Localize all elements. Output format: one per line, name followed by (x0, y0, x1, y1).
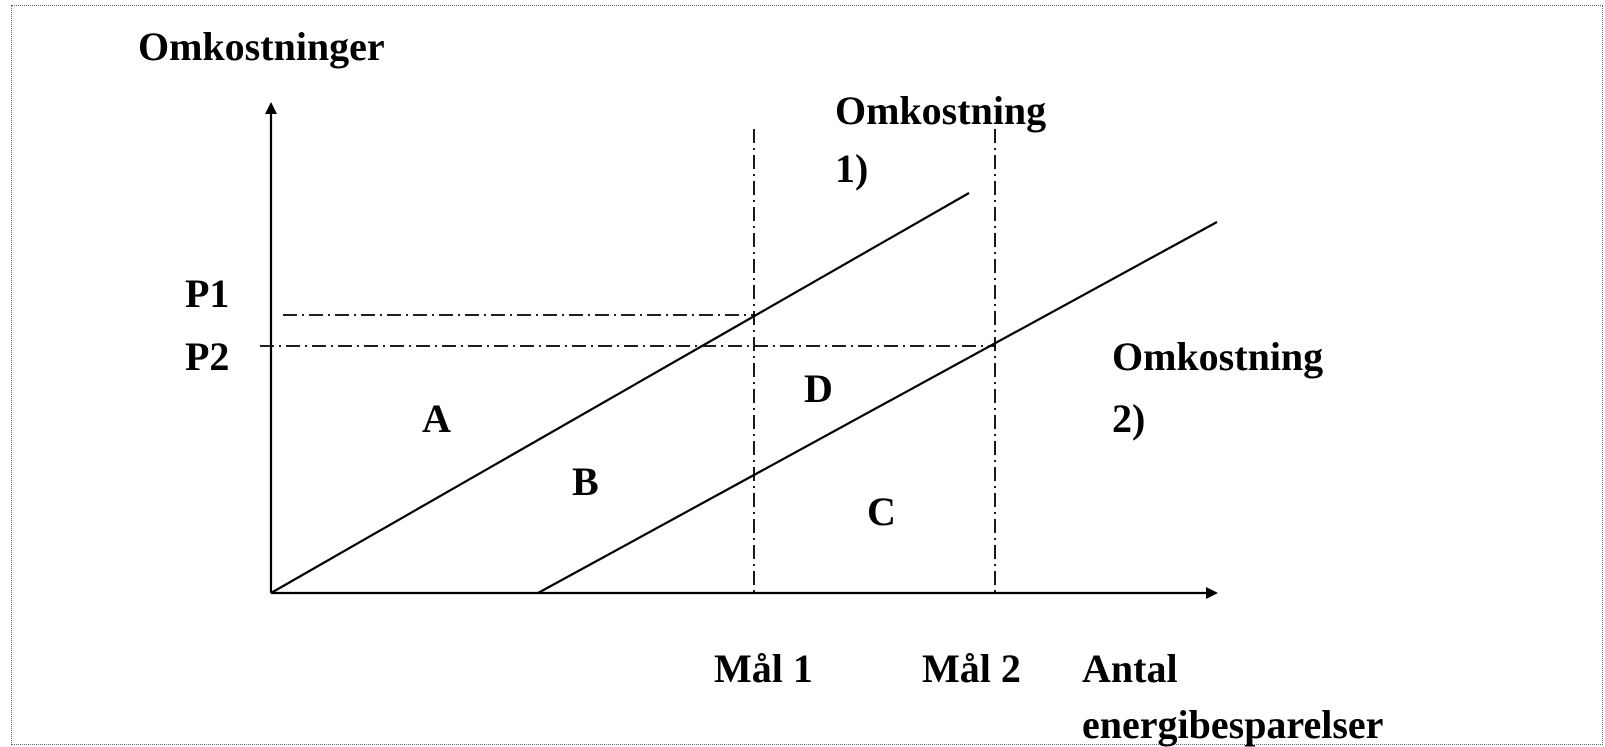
curve-2-label-line-2: 2) (1112, 396, 1145, 441)
target-1-label: Mål 1 (714, 646, 813, 691)
region-b-label: B (572, 459, 599, 504)
price-level-2-label: P2 (185, 334, 229, 379)
y-axis-label: Omkostninger (138, 24, 385, 69)
region-a-label: A (422, 396, 451, 441)
price-level-1-label: P1 (185, 271, 229, 316)
x-axis-label-line-1: Antal (1082, 646, 1178, 691)
cost-curve-2 (537, 221, 1218, 594)
diagram-frame (11, 5, 1603, 745)
region-d-label: D (804, 366, 833, 411)
cost-curve-1 (270, 192, 970, 594)
curve-1-label-line-2: 1) (835, 146, 868, 191)
target-2-label: Mål 2 (922, 646, 1021, 691)
x-axis-label-line-2: energibesparelser (1082, 702, 1383, 747)
region-c-label: C (867, 489, 896, 534)
curve-2-label-line-1: Omkostning (1112, 334, 1323, 379)
curve-1-label-line-1: Omkostning (835, 88, 1046, 133)
